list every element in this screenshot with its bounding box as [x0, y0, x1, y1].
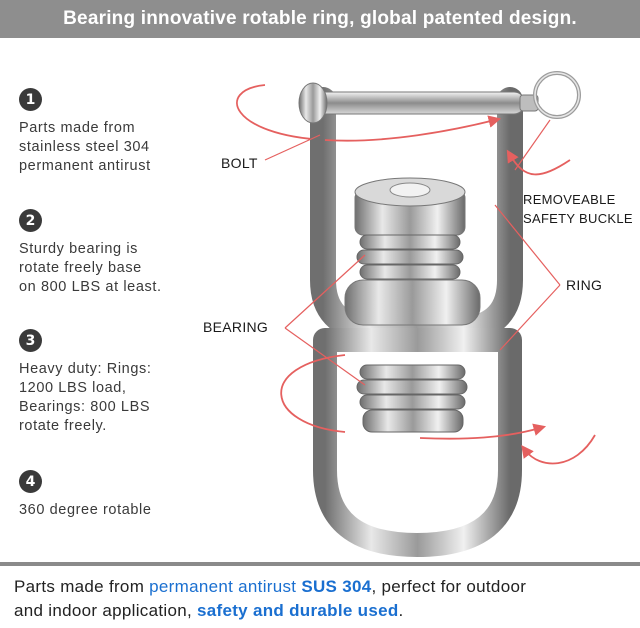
feature-1: 1 Parts made from stainless steel 304 pe…: [19, 88, 199, 176]
lower-bearing-ring: [359, 394, 466, 410]
rotation-arrow-top-front: [324, 115, 502, 142]
footer-part: , perfect for outdoor: [371, 577, 527, 596]
leader-bearing-upper: [284, 254, 366, 329]
bearing-ring: [359, 264, 461, 280]
bolt-label: BOLT: [221, 155, 258, 171]
bearing-ring: [359, 234, 461, 250]
rotation-arrow-bottom-right: [521, 434, 596, 465]
footer-highlight-bold: SUS 304: [301, 577, 372, 596]
rotation-arrow-bottom-left: [280, 354, 346, 433]
bearing-bolt-head: [389, 182, 431, 198]
bolt: [309, 91, 526, 115]
banner-title: Bearing innovative rotable ring, global …: [63, 8, 577, 29]
feature-3: 3 Heavy duty: Rings: 1200 LBS load, Bear…: [19, 329, 199, 436]
feature-line: permanent antirust: [19, 158, 151, 174]
safety-buckle-label: SAFETY BUCKLE: [523, 211, 633, 226]
number-badge: 3: [19, 329, 42, 352]
lower-bearing-base: [362, 409, 464, 433]
footer-text: Parts made from permanent antirust SUS 3…: [14, 575, 634, 623]
feature-text: Heavy duty: Rings: 1200 LBS load, Bearin…: [19, 360, 199, 436]
feature-text: Sturdy bearing is rotate freely base on …: [19, 240, 199, 297]
leader-ring-upper: [494, 204, 561, 286]
feature-text: 360 degree rotable: [19, 501, 199, 520]
feature-line: stainless steel 304: [19, 139, 150, 155]
rotation-arrow-top: [236, 84, 326, 141]
feature-line: 360 degree rotable: [19, 502, 152, 518]
number-badge: 1: [19, 88, 42, 111]
connector-body: [344, 279, 481, 326]
lower-ring: [313, 328, 522, 557]
removeable-label: REMOVEABLE: [523, 192, 616, 207]
footer-highlight: permanent antirust: [149, 577, 302, 596]
feature-line: rotate freely.: [19, 418, 107, 434]
feature-line: rotate freely base: [19, 260, 142, 276]
leader-ring-lower: [499, 284, 561, 351]
lower-bearing-ring: [359, 364, 466, 380]
footer-highlight-bold: safety and durable used: [197, 601, 399, 620]
number-badge: 2: [19, 209, 42, 232]
bearing-ring: [356, 249, 464, 265]
swivel-hook-illustration: [236, 71, 596, 557]
feature-line: 1200 LBS load,: [19, 380, 127, 396]
footer-part: and indoor application,: [14, 601, 197, 620]
feature-line: Bearings: 800 LBS: [19, 399, 151, 415]
safety-buckle-highlight: [534, 72, 580, 118]
feature-line: on 800 LBS at least.: [19, 279, 162, 295]
leader-buckle: [514, 119, 551, 171]
top-banner: Bearing innovative rotable ring, global …: [0, 0, 640, 38]
rotation-arrow-buckle: [506, 149, 571, 176]
feature-line: Heavy duty: Rings:: [19, 361, 152, 377]
divider: [0, 562, 640, 566]
bolt-head: [298, 82, 328, 124]
feature-line: Parts made from: [19, 120, 136, 136]
ring-label: RING: [566, 277, 603, 293]
feature-line: Sturdy bearing is: [19, 241, 139, 257]
rotation-arrow-bottom: [419, 423, 547, 440]
lower-bearing-ring: [356, 379, 468, 395]
bearing-label: BEARING: [203, 319, 269, 335]
footer-part: Parts made from: [14, 577, 150, 596]
leader-bearing-lower: [284, 327, 366, 386]
footer-part: .: [398, 601, 404, 620]
feature-4: 4 360 degree rotable: [19, 470, 199, 520]
leader-bolt: [264, 134, 321, 161]
feature-text: Parts made from stainless steel 304 perm…: [19, 119, 199, 176]
number-badge: 4: [19, 470, 42, 493]
feature-2: 2 Sturdy bearing is rotate freely base o…: [19, 209, 199, 297]
